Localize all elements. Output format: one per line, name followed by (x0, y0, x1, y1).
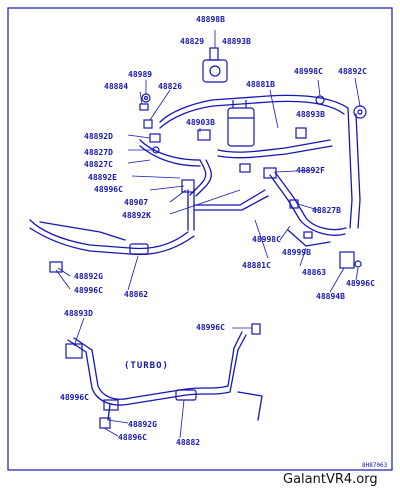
clamp-48884 (139, 103, 149, 111)
label-48999b: 48999B (282, 248, 311, 257)
label-48896c-b: 48896C (118, 433, 147, 442)
label-48996c-l: 48996C (74, 286, 103, 295)
clip-48892g-b (99, 417, 111, 429)
label-48893b-top: 48893B (222, 37, 251, 46)
label-48903b: 48903B (186, 118, 215, 127)
label-48998c-r: 48998C (252, 235, 281, 244)
clamp-48826 (143, 119, 153, 129)
clamp-48892d (149, 133, 161, 143)
clip-48892g (49, 261, 63, 273)
label-48898b: 48898B (196, 15, 225, 24)
clip-48827b (289, 199, 299, 209)
diagram-frame (7, 7, 393, 471)
label-48996c-mid: 48996C (94, 185, 123, 194)
label-48996c-b: 48996C (196, 323, 225, 332)
turbo-label: (TURBO) (124, 361, 169, 371)
bracket-48893d (65, 343, 83, 359)
label-48884: 48884 (104, 82, 128, 91)
clamp-48892c (353, 105, 367, 119)
clip-48996c-bl (103, 399, 119, 411)
label-48881b: 48881B (246, 80, 275, 89)
clip-48996c-r (354, 260, 362, 268)
clip-48882 (175, 389, 197, 401)
label-48892d: 48892D (84, 132, 113, 141)
label-48892f: 48892F (296, 166, 325, 175)
label-48996c-r: 48996C (346, 279, 375, 288)
part-labels: 48898B 48829 48893B 48989 48884 48826 48… (60, 15, 388, 469)
clamp-48903b (197, 129, 211, 141)
clip-48996c-b (251, 323, 261, 335)
label-48827c: 48827C (84, 160, 113, 169)
label-48894b: 48894B (316, 292, 345, 301)
parts (49, 47, 367, 429)
clip-48892f (263, 167, 277, 179)
label-48863: 48863 (302, 268, 326, 277)
drawing-code: 8H87063 (362, 462, 388, 469)
label-48998c-top: 48998C (294, 67, 323, 76)
label-48892c: 48892C (338, 67, 367, 76)
label-48989: 48989 (128, 70, 152, 79)
label-48996c-bl: 48996C (60, 393, 89, 402)
label-48893b-r: 48893B (296, 110, 325, 119)
clamp-48893b (295, 127, 307, 139)
label-48892e: 48892E (88, 173, 117, 182)
label-48882: 48882 (176, 438, 200, 447)
leader-lines (55, 30, 361, 439)
clip-48827c (239, 163, 251, 173)
label-48826: 48826 (158, 82, 182, 91)
label-48881c: 48881C (242, 261, 271, 270)
label-48829: 48829 (180, 37, 204, 46)
clamp-48989 (141, 93, 151, 103)
clip-48894b (339, 251, 355, 269)
label-48892k: 48892K (122, 211, 151, 220)
label-48862: 48862 (124, 290, 148, 299)
canister (227, 100, 255, 147)
label-48907: 48907 (124, 198, 148, 207)
label-48892g-b: 48892G (128, 420, 157, 429)
label-48893d: 48893D (64, 309, 93, 318)
clip-48999b (303, 231, 313, 239)
label-48827b: 48827B (312, 206, 341, 215)
label-48892g: 48892G (74, 272, 103, 281)
label-48827d: 48827D (84, 148, 113, 157)
purge-valve (202, 47, 228, 83)
clip-48862 (129, 243, 149, 255)
hose-lines (29, 94, 361, 421)
watermark: GalantVR4.org (283, 472, 378, 487)
